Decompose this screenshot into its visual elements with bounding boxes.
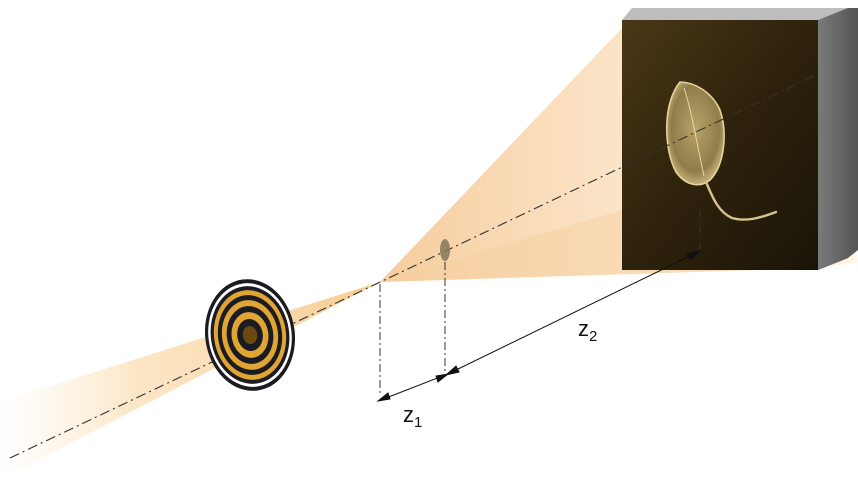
z2-arrowhead-left xyxy=(444,365,460,376)
z1-label: z1 xyxy=(403,402,423,431)
leaf-hologram-icon xyxy=(665,81,778,221)
specimen-icon xyxy=(440,239,450,261)
leaf-midrib xyxy=(683,87,705,177)
fresnel-zone-plate-icon xyxy=(204,279,296,391)
z2-label-subscript: 2 xyxy=(589,328,598,345)
z2-dimension-line xyxy=(453,254,693,372)
leaf-stem xyxy=(704,180,778,221)
z1-arrowhead-right xyxy=(435,373,450,383)
z1-dimension-arrow xyxy=(376,373,450,402)
z2-dimension-arrow xyxy=(444,250,702,376)
zone-plate-center xyxy=(242,326,258,344)
z1-label-subscript: 1 xyxy=(414,414,423,431)
z1-label-base: z xyxy=(403,402,414,427)
incoming-beam xyxy=(0,282,380,480)
z1-arrowhead-left xyxy=(376,392,391,402)
z2-label: z2 xyxy=(578,316,598,345)
z1-dimension-line xyxy=(385,376,441,399)
detector-screen-icon xyxy=(622,8,858,270)
detector-side-face-right xyxy=(818,8,858,270)
z2-arrowhead-right xyxy=(686,250,702,261)
optical-axis xyxy=(9,73,819,459)
detector-top-face xyxy=(622,8,858,20)
z2-label-base: z xyxy=(578,316,589,341)
